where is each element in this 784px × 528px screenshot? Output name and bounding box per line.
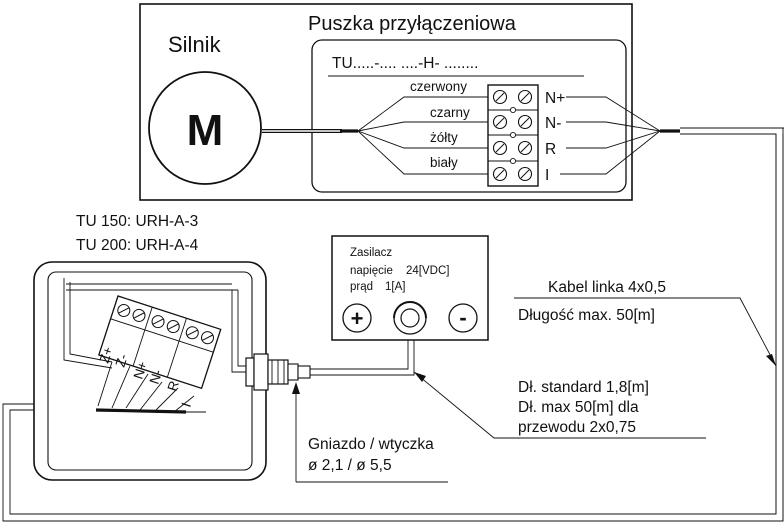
out-wire-n-plus [566, 96, 661, 132]
power-supply-plus-symbol: + [351, 306, 364, 331]
cable-leader-arrow [766, 354, 776, 366]
cable-type-label: Kabel linka 4x0,5 [548, 279, 666, 296]
controller-internal-lead-2 [69, 282, 113, 363]
out-wire-r [566, 130, 661, 149]
supply-lead-a [310, 338, 409, 370]
controller-internal-lead [63, 278, 113, 369]
junction-box-title: Puszka przyłączeniowa [308, 13, 517, 35]
terminal-label-r: R [545, 141, 556, 158]
junction-box-type-code: TU.....-.... ....-H- ........ [332, 55, 478, 72]
controller-wires [97, 361, 195, 413]
terminal-label-i: I [545, 167, 549, 184]
wire-yellow [357, 130, 488, 149]
socket-label: Gniazdo / wtyczka [308, 436, 434, 453]
terminal-label-n-minus: N- [545, 115, 561, 132]
wire-color-label: czerwony [410, 79, 467, 94]
wire-black [357, 121, 488, 132]
cable-gland [245, 353, 289, 391]
dc-plug [287, 363, 311, 381]
socket-leader-arrow [292, 382, 300, 394]
power-supply-title: Zasilacz [350, 247, 392, 259]
controller-terminal-label: R [165, 379, 182, 393]
wire-color-label: czarny [430, 105, 470, 120]
terminal-screw-slots [495, 92, 530, 179]
wire-red [357, 96, 488, 132]
motor-symbol: M [187, 106, 224, 155]
controller-terminal-strip [98, 295, 222, 390]
power-supply-voltage-label: napięcie [350, 265, 393, 277]
supply-lead-line: przewodu 2x0,75 [518, 419, 636, 436]
controller-terminal-label: I [179, 401, 194, 409]
power-supply-minus-terminal [448, 303, 478, 333]
cable-length-label: Długość max. 50[m] [518, 307, 655, 324]
power-supply-current-label: prąd [350, 281, 373, 293]
power-supply-socket-inner [400, 308, 420, 328]
power-supply-plus-terminal [342, 303, 372, 333]
socket-dimensions: ø 2,1 / ø 5,5 [308, 457, 392, 474]
terminal-separator-dots [509, 106, 517, 165]
controller-model: TU 150: URH-A-3 [76, 213, 198, 230]
controller-terminal-label: N- [147, 368, 166, 386]
supply-lead-line: Dł. max 50[m] dla [518, 399, 639, 416]
controller-terminal-label: N+ [131, 359, 151, 381]
power-supply-current-value: 1[A] [385, 281, 405, 293]
cable-leader [700, 297, 777, 367]
controller-model: TU 200: URH-A-4 [76, 237, 199, 254]
supply-lead-b [310, 338, 415, 376]
controller-terminal-label: Z- [113, 352, 131, 369]
supply-lead-leader [413, 371, 706, 439]
terminal-label-n-plus: N+ [545, 90, 565, 107]
power-supply-voltage-value: 24[VDC] [406, 265, 449, 277]
motor-title: Silnik [168, 32, 222, 57]
power-supply-minus-symbol: - [459, 305, 466, 330]
supply-lead-line: Dł. standard 1,8[m] [518, 379, 649, 396]
junction-box-frame [311, 39, 627, 193]
motor-circle [148, 71, 262, 185]
controller-cable-bundle [95, 408, 187, 414]
power-supply-socket-rim [393, 301, 427, 319]
wire-color-label: żółty [430, 130, 458, 145]
signal-cable-outer [9, 127, 784, 515]
out-wire-i [560, 130, 661, 175]
wire-color-label: biały [430, 155, 458, 170]
controller-terminal-label: Z+ [97, 345, 116, 365]
out-wire-n-minus [566, 121, 661, 132]
wire-white [357, 130, 488, 175]
